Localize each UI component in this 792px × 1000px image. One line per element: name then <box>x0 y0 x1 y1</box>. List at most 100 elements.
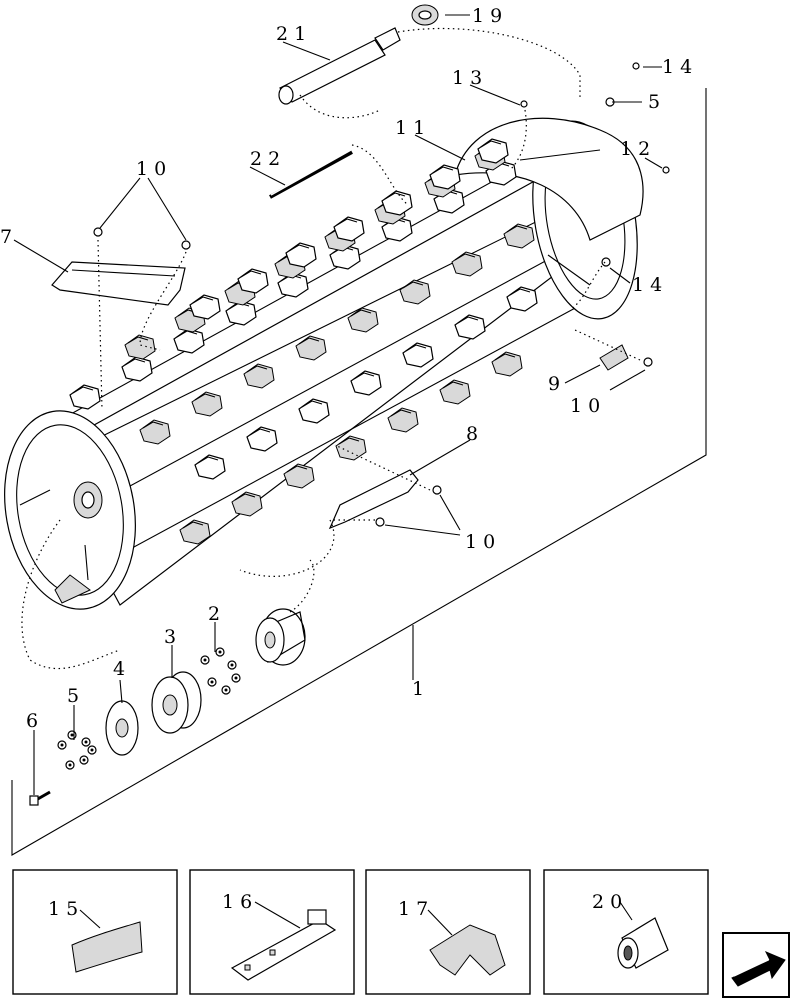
bracket-left <box>51 261 186 306</box>
knife-section-edge <box>72 386 94 394</box>
inset-label-20: 20 <box>592 891 628 913</box>
knife-section <box>179 519 211 545</box>
knife-section <box>298 398 330 424</box>
callout-7: 7 <box>0 226 18 248</box>
washer-hole <box>60 743 64 747</box>
callout-10a: 10 <box>136 158 172 180</box>
knife-section <box>283 463 315 489</box>
washer-hole <box>234 676 238 680</box>
knife-section <box>347 307 379 333</box>
hex-bolt <box>29 790 51 806</box>
callout-10b: 10 <box>570 395 606 417</box>
knife-section <box>429 164 461 190</box>
callout-12: 12 <box>620 138 656 160</box>
clip-part <box>599 344 629 371</box>
knife-section <box>381 190 413 216</box>
knife-section <box>350 370 382 396</box>
knife-section-edge <box>249 428 271 436</box>
callout-8: 8 <box>466 423 484 445</box>
callout-21: 21 <box>276 23 312 45</box>
knife-holder-part <box>429 924 506 976</box>
inset-box-20[interactable]: 20 <box>543 869 709 995</box>
callout-4: 4 <box>113 658 131 680</box>
callout-1: 1 <box>412 678 430 700</box>
knife-section-edge <box>509 288 531 296</box>
inset-label-16: 16 <box>222 891 258 913</box>
knife-section-edge <box>124 358 146 366</box>
knife-section <box>124 334 156 360</box>
washer-hole <box>90 748 94 752</box>
knife-section <box>246 426 278 452</box>
inset-box-17[interactable]: 17 <box>365 869 531 995</box>
knife-section-edge <box>197 456 219 464</box>
knife-blade-part <box>230 919 337 981</box>
knife-section-edge <box>288 244 310 252</box>
knife-section <box>387 407 419 433</box>
knife-section <box>399 279 431 305</box>
washer-hole <box>70 733 74 737</box>
knife-section-edge <box>402 281 424 289</box>
hardware-fasteners <box>93 62 670 527</box>
callout-14a: 14 <box>662 56 698 78</box>
inset-box-16[interactable]: 16 <box>189 869 355 995</box>
washer-hole <box>68 763 72 767</box>
next-page-button[interactable] <box>722 932 790 998</box>
knife-section-edge <box>480 140 502 148</box>
callout-22: 22 <box>250 148 286 170</box>
knife-section-edge <box>246 365 268 373</box>
knife-section <box>295 335 327 361</box>
inset-box-15[interactable]: 15 <box>12 869 178 995</box>
knife-section-edge <box>127 336 149 344</box>
knife-section-edge <box>405 344 427 352</box>
callout-9: 9 <box>548 373 566 395</box>
callout-11: 11 <box>395 117 431 139</box>
knife-sections <box>69 138 538 545</box>
callout-3: 3 <box>164 626 182 648</box>
knife-section-edge <box>384 192 406 200</box>
knife-section-edge <box>234 493 256 501</box>
support-rod <box>269 150 353 199</box>
next-page-arrow-icon <box>731 951 786 987</box>
washer-sets <box>57 647 241 770</box>
knife-section <box>231 491 263 517</box>
knife-section <box>503 223 535 249</box>
knife-section-edge <box>240 270 262 278</box>
knife-section <box>243 363 275 389</box>
knife-section <box>121 356 153 382</box>
knife-section-edge <box>494 353 516 361</box>
inset-label-15: 15 <box>48 898 84 920</box>
knife-section-edge <box>286 465 308 473</box>
callout-6: 6 <box>26 710 44 732</box>
knife-section-edge <box>338 437 360 445</box>
washer-hole <box>82 758 86 762</box>
knife-section <box>454 314 486 340</box>
knife-section-edge <box>194 393 216 401</box>
knife-section <box>139 419 171 445</box>
knife-section <box>237 268 269 294</box>
callout-13: 13 <box>452 67 488 89</box>
knife-section <box>402 342 434 368</box>
callout-10c: 10 <box>465 531 501 553</box>
knife-section-edge <box>432 166 454 174</box>
knife-section <box>451 251 483 277</box>
knife-section-edge <box>353 372 375 380</box>
knife-section <box>335 435 367 461</box>
knife-section <box>333 216 365 242</box>
knife-section <box>69 384 101 410</box>
knife-section <box>491 351 523 377</box>
knife-section-edge <box>301 400 323 408</box>
callout-19: 19 <box>472 5 508 27</box>
knife-section <box>439 379 471 405</box>
dotted-leaders <box>21 27 641 670</box>
leader-lines <box>13 14 663 795</box>
knife-section <box>194 454 226 480</box>
callout-14b: 14 <box>632 274 668 296</box>
knife-section-edge <box>442 381 464 389</box>
knife-section <box>173 328 205 354</box>
knife-section <box>189 294 221 320</box>
knife-section-edge <box>298 337 320 345</box>
assembly-frame-line <box>11 88 707 856</box>
knife-section-edge <box>142 421 164 429</box>
wear-strip-part <box>71 921 143 973</box>
